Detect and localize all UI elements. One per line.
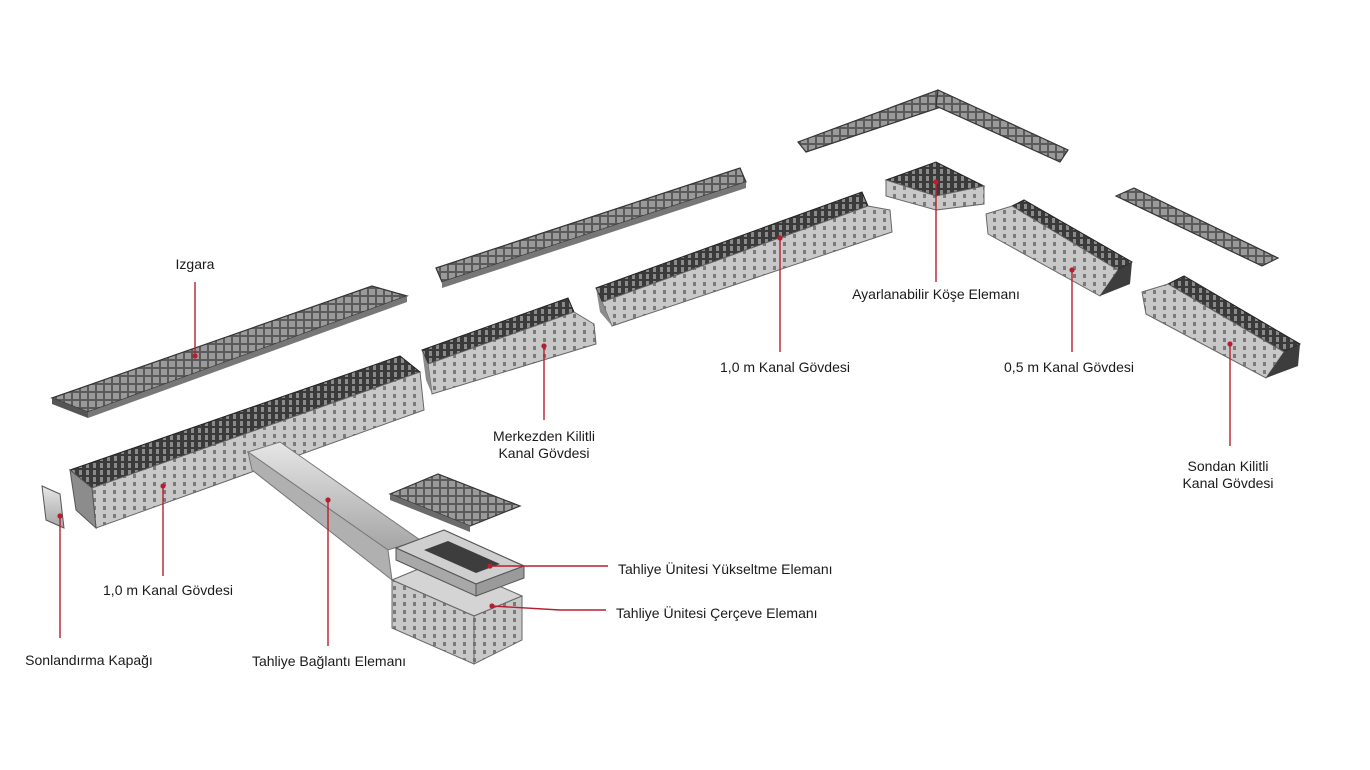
label-center-locked-line1: Merkezden Kilitli [493,428,595,444]
label-center-locked-channel: Merkezden Kilitli Kanal Gövdesi [474,428,614,462]
leader-lines [59,182,1231,646]
drain-connection-pipe [246,441,422,582]
label-grating: Izgara [175,256,215,272]
label-end-locked-line2: Kanal Gövdesi [1182,475,1274,491]
grating-right [1114,187,1280,267]
leader-drain-frame [491,605,606,611]
label-end-cap: Sonlandırma Kapağı [25,652,153,668]
label-end-locked-line1: Sondan Kilitli [1187,458,1269,474]
adjustable-corner-element [884,161,986,211]
label-channel-half-meter: 0,5 m Kanal Gövdesi [1004,359,1134,375]
leader-dots [57,179,1233,609]
label-drain-riser: Tahliye Ünitesi Yükseltme Elemanı [618,561,833,577]
grating-middle [435,167,747,288]
label-drain-connection: Tahliye Bağlantı Elemanı [251,653,407,669]
grating-corner [797,89,1069,163]
label-end-locked-channel: Sondan Kilitli Kanal Gövdesi [1166,458,1290,492]
grating-left [50,285,409,418]
channel-body-end-locked [1141,275,1302,379]
label-center-locked-line2: Kanal Gövdesi [498,445,590,461]
label-channel-1m-left: 1,0 m Kanal Gövdesi [103,582,233,598]
label-channel-1m-right: 1,0 m Kanal Gövdesi [720,359,850,375]
label-adjustable-corner: Ayarlanabilir Köşe Elemanı [852,286,1020,302]
channel-body-right [595,191,893,327]
drain-unit [388,473,526,665]
label-drain-frame: Tahliye Ünitesi Çerçeve Elemanı [616,605,818,621]
channel-body-half-meter [985,199,1134,297]
channel-body-center-locked [421,297,597,395]
